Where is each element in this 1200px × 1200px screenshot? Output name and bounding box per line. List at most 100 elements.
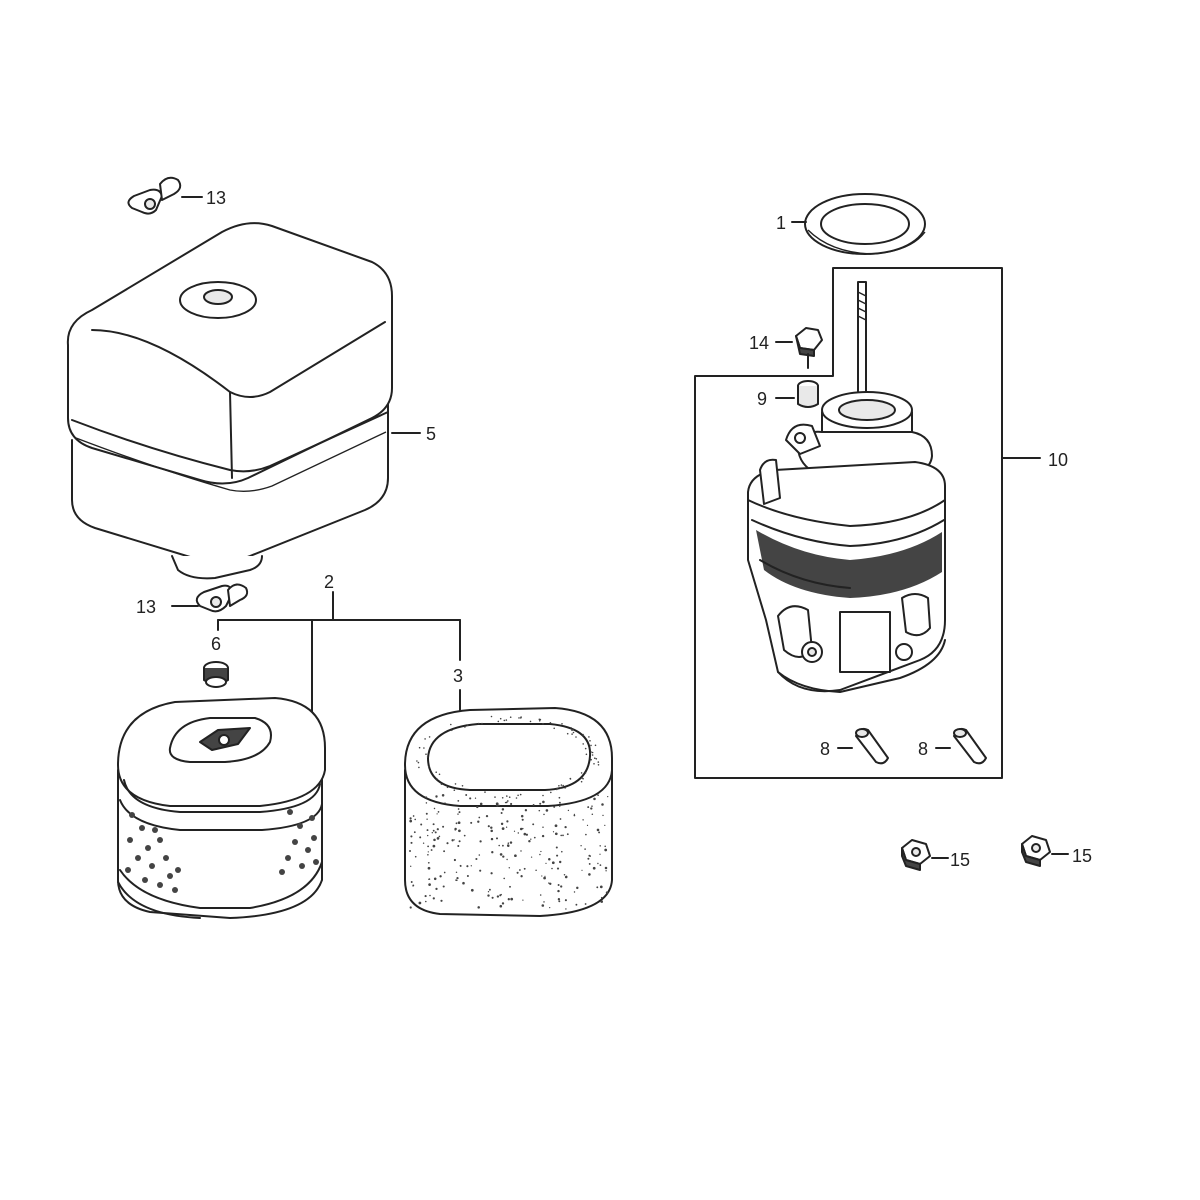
foam-speckle bbox=[552, 831, 555, 833]
foam-speckle bbox=[556, 867, 560, 870]
foam-speckle bbox=[502, 855, 505, 858]
foam-speckle bbox=[556, 788, 558, 791]
foam-speckle bbox=[454, 828, 457, 831]
bracket-2 bbox=[217, 591, 461, 716]
foam-speckle bbox=[497, 720, 500, 723]
foam-speckle bbox=[538, 720, 541, 722]
callout-8-left: 8 bbox=[820, 739, 830, 759]
foam-speckle bbox=[564, 825, 567, 829]
foam-speckle bbox=[520, 716, 522, 718]
foam-speckle bbox=[428, 765, 430, 768]
foam-speckle bbox=[593, 763, 595, 765]
foam-speckle bbox=[438, 773, 441, 776]
foam-speckle bbox=[518, 717, 520, 719]
bolt-14 bbox=[775, 327, 823, 369]
foam-speckle bbox=[575, 903, 578, 906]
foam-speckle bbox=[524, 809, 528, 812]
foam-speckle bbox=[582, 777, 584, 780]
foam-speckle bbox=[508, 867, 511, 869]
foam-speckle bbox=[418, 901, 422, 905]
foam-speckle bbox=[542, 722, 544, 725]
foam-speckle bbox=[591, 805, 593, 807]
foam-speckle bbox=[561, 723, 563, 725]
foam-speckle bbox=[498, 804, 500, 807]
foam-speckle bbox=[500, 893, 502, 896]
foam-speckle bbox=[439, 875, 442, 878]
collar-9 bbox=[775, 380, 819, 408]
foam-speckle bbox=[510, 897, 514, 901]
foam-speckle bbox=[591, 754, 594, 756]
foam-speckle bbox=[434, 831, 437, 834]
foam-speckle bbox=[558, 796, 561, 799]
foam-speckle bbox=[490, 715, 493, 718]
foam-speckle bbox=[584, 772, 587, 774]
foam-speckle bbox=[582, 743, 584, 745]
foam-speckle bbox=[543, 901, 545, 903]
foam-speckle bbox=[587, 806, 590, 809]
foam-speckle bbox=[605, 870, 607, 872]
foam-speckle bbox=[590, 807, 593, 810]
foam-speckle bbox=[580, 780, 583, 783]
foam-speckle bbox=[435, 771, 438, 773]
foam-speckle bbox=[585, 833, 587, 836]
foam-speckle bbox=[499, 717, 502, 720]
foam-speckle bbox=[425, 753, 427, 755]
foam-speckle bbox=[565, 908, 567, 910]
foam-speckle bbox=[433, 807, 436, 810]
foam-speckle bbox=[416, 760, 418, 762]
foam-speckle bbox=[506, 820, 509, 823]
foam-speckle bbox=[564, 787, 566, 789]
foam-speckle bbox=[538, 809, 541, 812]
foam-speckle bbox=[520, 814, 524, 818]
foam-speckle bbox=[597, 761, 600, 763]
wing-nut-top bbox=[127, 176, 203, 215]
foam-speckle bbox=[433, 877, 437, 881]
foam-speckle bbox=[535, 869, 537, 872]
foam-speckle bbox=[446, 842, 449, 845]
foam-speckle bbox=[409, 850, 411, 852]
foam-speckle bbox=[541, 834, 545, 838]
callout-1: 1 bbox=[776, 213, 786, 233]
foam-speckle bbox=[490, 829, 493, 833]
foam-speckle bbox=[477, 820, 480, 823]
foam-speckle bbox=[573, 814, 576, 817]
foam-speckle bbox=[573, 891, 576, 893]
foam-speckle bbox=[560, 834, 563, 837]
foam-speckle bbox=[490, 872, 493, 875]
foam-speckle bbox=[429, 894, 431, 897]
foam-speckle bbox=[529, 720, 532, 723]
foam-speckle bbox=[519, 827, 523, 831]
gasket-1 bbox=[791, 193, 926, 255]
foam-speckle bbox=[564, 875, 568, 879]
foam-speckle bbox=[435, 795, 438, 798]
foam-speckle bbox=[427, 861, 430, 864]
foam-speckle bbox=[478, 722, 480, 725]
foam-speckle bbox=[548, 882, 550, 884]
foam-speckle bbox=[558, 900, 561, 903]
foam-speckle bbox=[438, 835, 441, 838]
foam-speckle bbox=[600, 896, 603, 899]
foam-speckle bbox=[562, 834, 564, 837]
foam-speckle bbox=[426, 756, 429, 758]
foam-speckle bbox=[441, 794, 445, 797]
foam-speckle bbox=[478, 854, 481, 856]
foam-speckle bbox=[410, 865, 412, 867]
foam-speckle bbox=[460, 865, 462, 867]
foam-speckle bbox=[458, 829, 461, 833]
foam-speckle bbox=[469, 797, 472, 800]
foam-speckle bbox=[477, 906, 480, 909]
foam-speckle bbox=[543, 813, 545, 816]
foam-speckle bbox=[491, 896, 494, 899]
foam-speckle bbox=[584, 747, 587, 750]
foam-speckle bbox=[594, 744, 597, 747]
foam-speckle bbox=[470, 888, 474, 892]
foam-speckle bbox=[424, 738, 426, 740]
foam-speckle bbox=[580, 845, 582, 847]
callout-6: 6 bbox=[211, 634, 221, 654]
foam-speckle bbox=[433, 838, 436, 842]
foam-speckle bbox=[599, 853, 601, 855]
foam-speckle bbox=[457, 800, 460, 802]
foam-speckle bbox=[442, 885, 445, 888]
foam-speckle bbox=[478, 816, 481, 819]
